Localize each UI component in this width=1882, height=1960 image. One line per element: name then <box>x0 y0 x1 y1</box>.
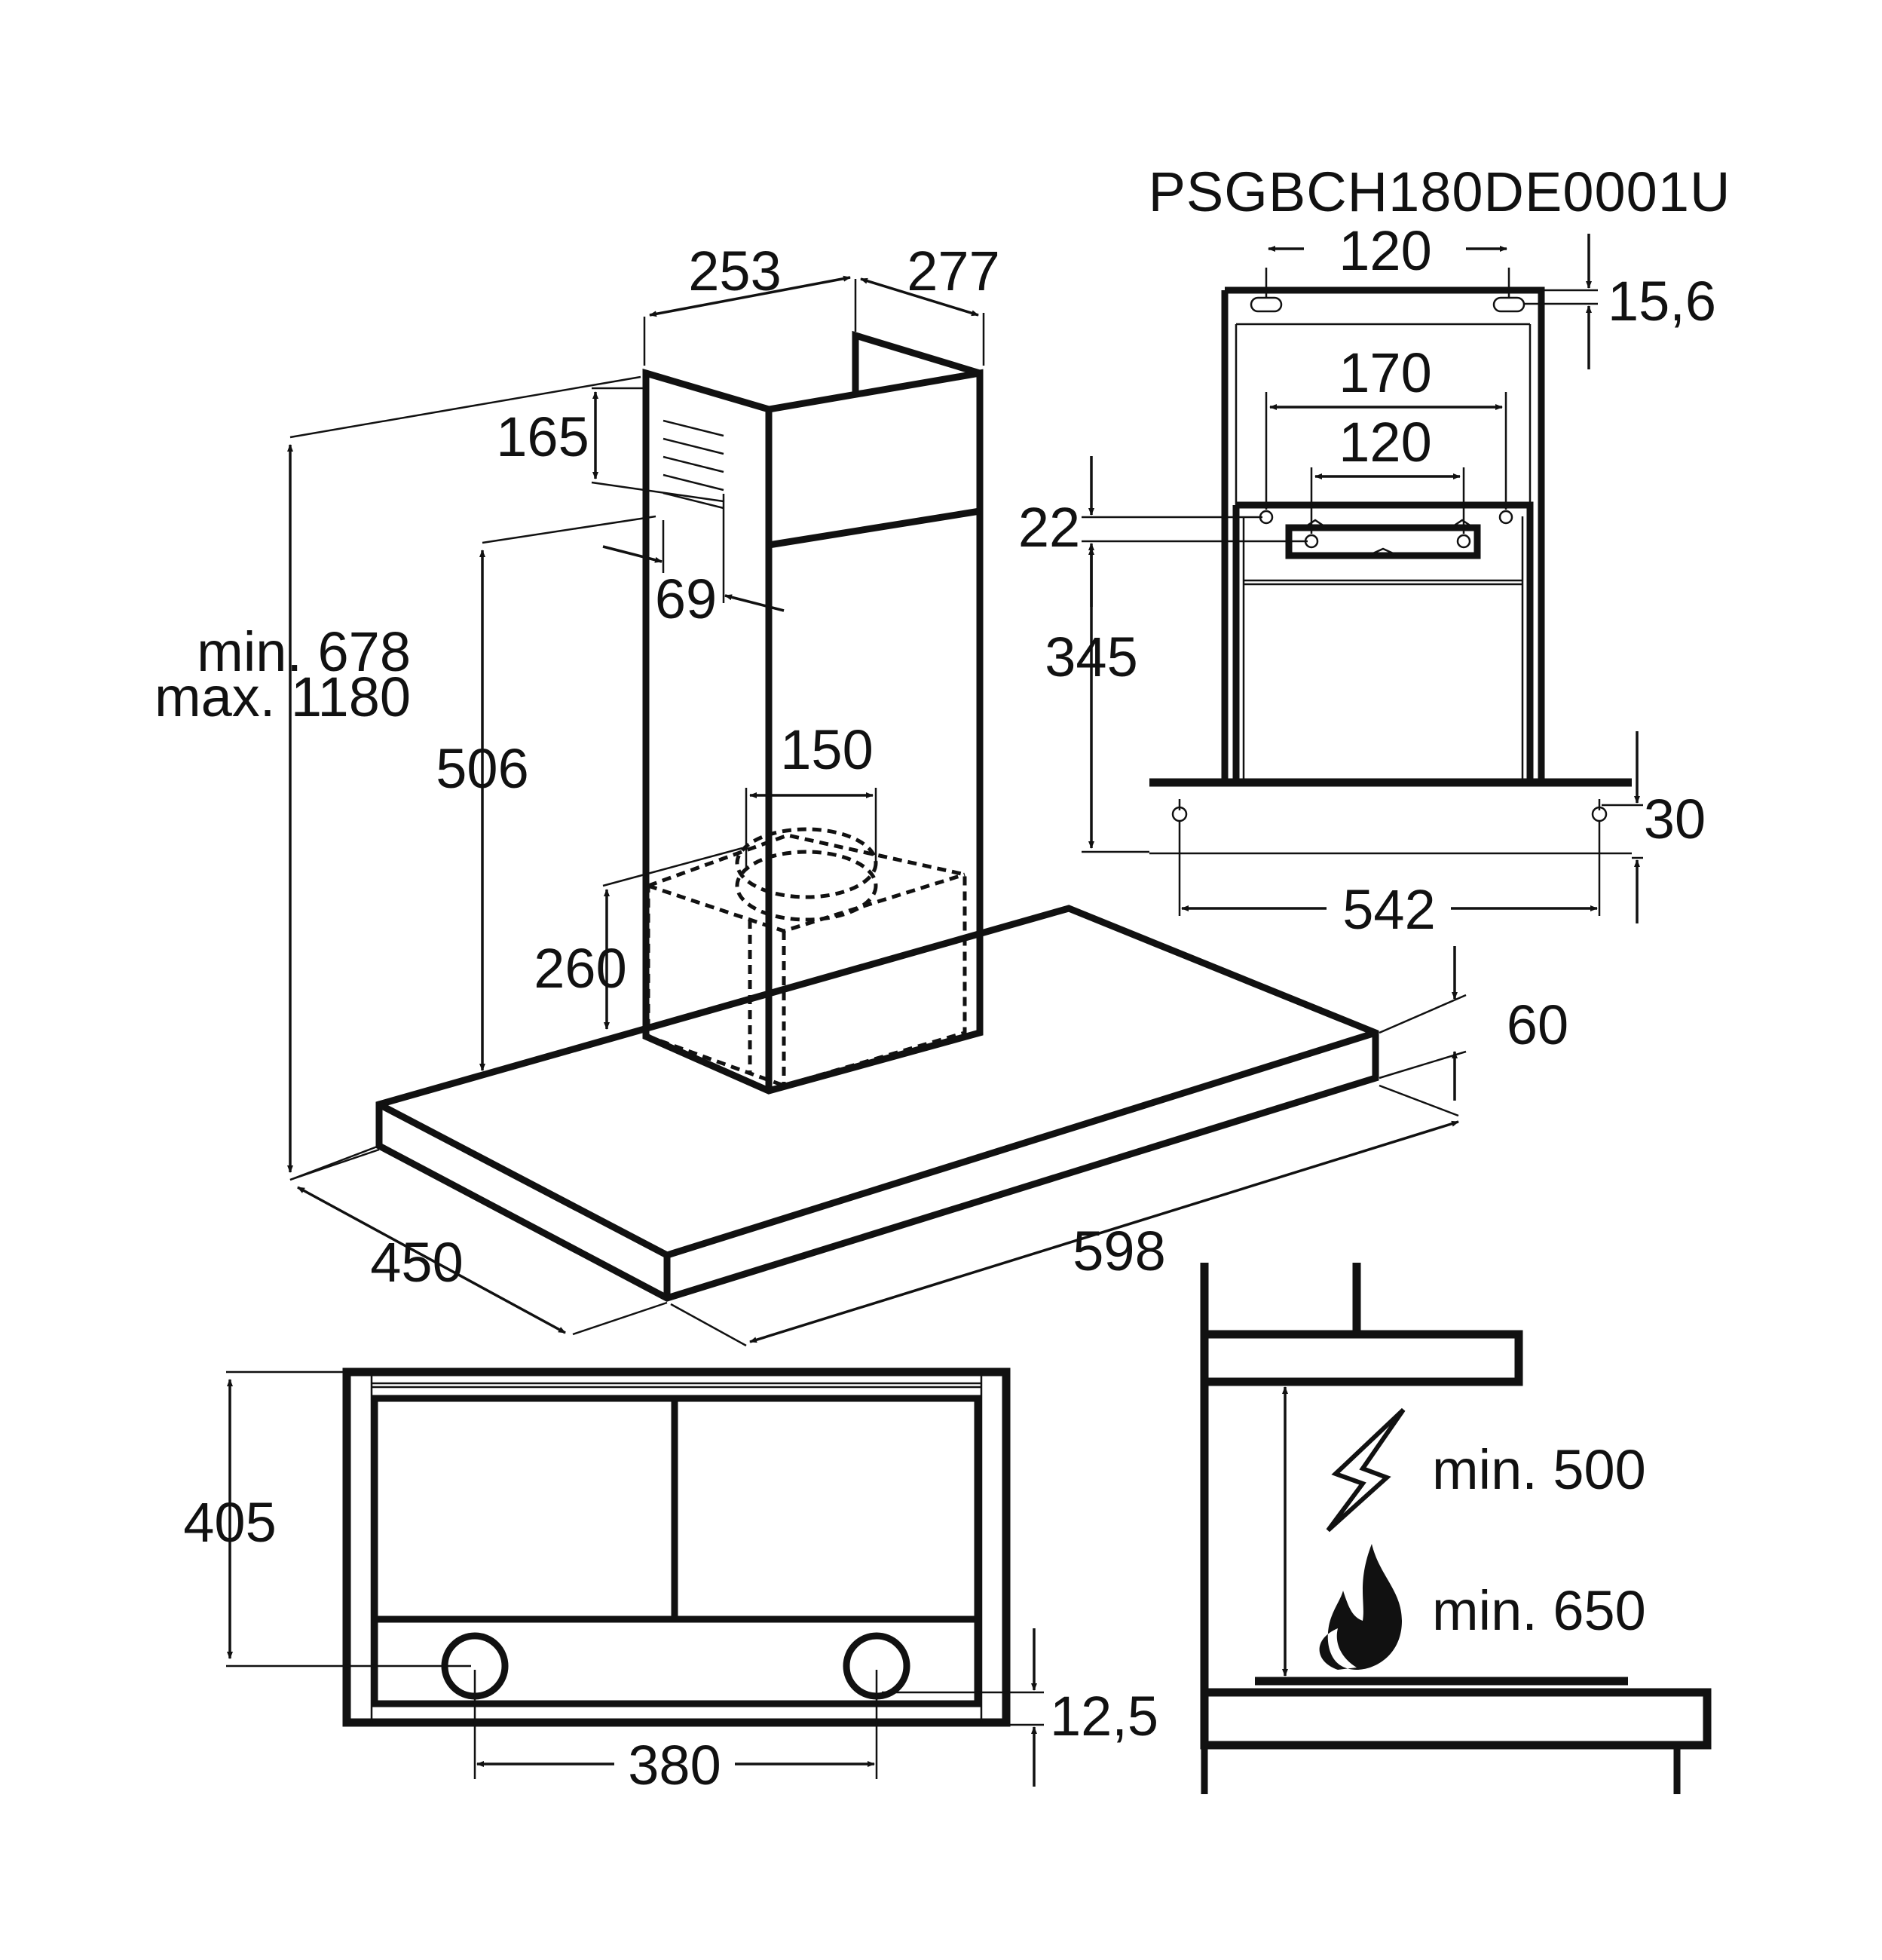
wall-bracket-view: PSGBCH180DE0001U <box>1018 161 1731 941</box>
hole-offset-label: 22 <box>1018 496 1080 559</box>
electric-clearance-label: min. 500 <box>1432 1438 1646 1501</box>
lower-hole-spacing-label: 542 <box>1342 878 1435 941</box>
flame-icon <box>1319 1544 1402 1670</box>
vent-height-label: 165 <box>496 406 589 468</box>
inner-hole-spacing-label: 120 <box>1339 411 1431 473</box>
height-range-min-label: min. 678 <box>197 620 411 683</box>
model-code: PSGBCH180DE0001U <box>1149 161 1731 223</box>
chimney <box>642 330 984 1095</box>
lower-offset-label: 30 <box>1644 788 1706 850</box>
canopy-depth-label: 450 <box>370 1231 463 1294</box>
underside-dimension-lines <box>226 1370 1044 1787</box>
hood-isometric-view: 253 277 165 69 min. 678 max. 1180 506 15… <box>155 240 1568 1347</box>
vent-offset-label: 69 <box>655 568 717 630</box>
top-offset-label: 15,6 <box>1608 270 1716 332</box>
vent-slots <box>663 419 724 510</box>
gas-clearance-label: min. 650 <box>1432 1579 1646 1642</box>
outlet-diameter-label: 150 <box>780 718 873 781</box>
lightning-icon <box>1326 1407 1406 1533</box>
hood-labels: 253 277 165 69 min. 678 max. 1180 506 15… <box>155 240 1568 1294</box>
canopy <box>375 905 1379 1302</box>
underside-depth-label: 405 <box>183 1491 276 1554</box>
light-spacing-label: 380 <box>628 1734 721 1796</box>
canopy-thickness-label: 60 <box>1507 994 1568 1056</box>
top-hole-spacing-label: 120 <box>1339 219 1431 282</box>
bracket-dimension-lines <box>1082 234 1643 923</box>
height-range-max-label: max. 1180 <box>155 666 411 728</box>
canopy-width-label: 598 <box>1073 1220 1165 1282</box>
outer-hole-spacing-label: 170 <box>1339 341 1431 404</box>
hood-dimension-lines <box>287 275 1467 1347</box>
underside-view: 405 12,5 380 <box>183 1367 1158 1796</box>
bracket-labels: 120 15,6 170 120 22 345 30 542 <box>1018 219 1716 941</box>
underside-labels: 405 12,5 380 <box>183 1491 1158 1796</box>
chimney-height-label: 506 <box>436 737 528 800</box>
light-offset-label: 12,5 <box>1050 1685 1158 1747</box>
motor-height-label: 260 <box>534 937 626 1000</box>
clearance-view: min. 500 min. 650 <box>1200 1263 1712 1794</box>
chimney-depth-label: 253 <box>688 240 781 302</box>
bracket-height-label: 345 <box>1045 626 1137 688</box>
chimney-width-label: 277 <box>907 240 999 302</box>
